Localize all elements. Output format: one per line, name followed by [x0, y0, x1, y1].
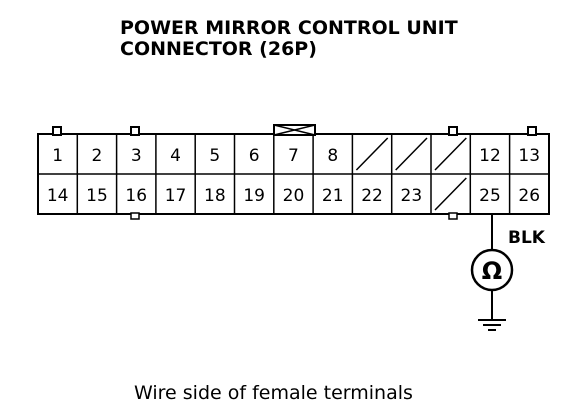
terminal-17: 17: [165, 186, 187, 206]
unused-terminal-slash: [355, 137, 389, 171]
diagram-title-line2: CONNECTOR (26P): [120, 38, 317, 60]
unused-terminal-slash: [395, 137, 428, 171]
connector-notch: [130, 212, 140, 220]
terminal-2: 2: [92, 146, 103, 166]
terminal-20: 20: [283, 186, 305, 206]
connector-tab: [130, 126, 140, 136]
terminal-22: 22: [361, 186, 383, 206]
terminal-21: 21: [322, 186, 344, 206]
ohm-symbol: Ω: [482, 257, 502, 285]
connector-tab-right: [527, 126, 537, 136]
terminal-12: 12: [479, 146, 501, 166]
terminal-25: 25: [479, 186, 501, 206]
terminal-7: 7: [288, 146, 299, 166]
unused-terminal-slash: [434, 137, 467, 171]
diagram-caption: Wire side of female terminals: [134, 382, 413, 404]
ground-icon: [478, 319, 506, 331]
terminal-6: 6: [249, 146, 260, 166]
terminal-26: 26: [518, 186, 540, 206]
terminal-23: 23: [401, 186, 423, 206]
connector-tab-left: [52, 126, 62, 136]
wire-color-label: BLK: [508, 228, 546, 248]
terminal-13: 13: [518, 146, 540, 166]
terminal-1: 1: [52, 146, 63, 166]
terminal-grid: [38, 134, 549, 214]
terminal-16: 16: [125, 186, 147, 206]
connector-key-x: [273, 124, 316, 136]
terminal-5: 5: [209, 146, 220, 166]
terminal-14: 14: [47, 186, 69, 206]
unused-terminal-slash: [434, 177, 467, 211]
terminal-19: 19: [243, 186, 265, 206]
terminal-3: 3: [131, 146, 142, 166]
connector-tab: [448, 126, 458, 136]
terminal-4: 4: [170, 146, 181, 166]
terminal-15: 15: [86, 186, 108, 206]
terminal-18: 18: [204, 186, 226, 206]
terminal-8: 8: [327, 146, 338, 166]
diagram-title-line1: POWER MIRROR CONTROL UNIT: [120, 17, 458, 39]
connector-notch: [448, 212, 458, 220]
